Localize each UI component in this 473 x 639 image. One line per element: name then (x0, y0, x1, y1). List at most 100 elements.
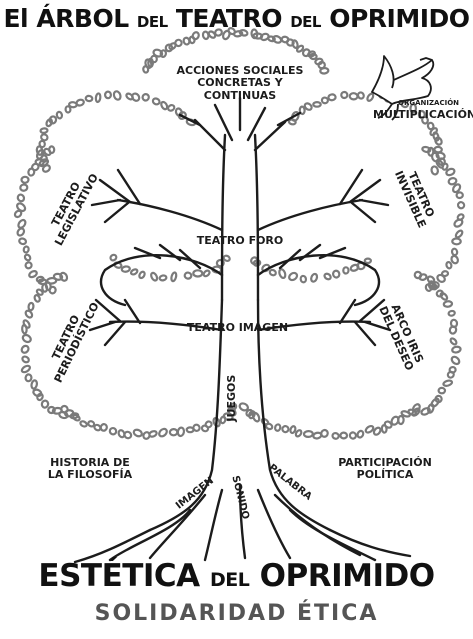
leaf-mark (430, 397, 440, 407)
leaf-mark (434, 147, 442, 153)
leaf-mark (419, 273, 427, 280)
leaf-mark (31, 380, 38, 389)
leaf-mark (17, 193, 26, 202)
title-part-2: DEL (137, 13, 168, 31)
leaf-mark (95, 93, 100, 102)
label-multiplicacion: MULTIPLICACIÓN (373, 109, 473, 121)
leaf-mark (366, 93, 374, 102)
leaf-mark (448, 310, 455, 316)
leaf-mark (23, 246, 29, 253)
leaf-mark (158, 427, 168, 437)
leaf-mark (113, 90, 122, 100)
leaf-mark (25, 261, 33, 269)
root-8 (110, 510, 190, 560)
leaf-mark (446, 261, 453, 269)
leaf-mark (452, 238, 460, 244)
leaf-mark (19, 238, 27, 245)
leaf-mark (87, 420, 95, 427)
leaf-mark (80, 420, 88, 427)
leaf-mark (434, 136, 443, 145)
leaf-mark (76, 99, 85, 107)
leaf-mark (49, 146, 54, 153)
leaf-mark (239, 402, 250, 412)
root-3 (205, 490, 222, 560)
leaf-mark (105, 92, 111, 99)
leaf-mark (203, 269, 211, 277)
label-participacion-politica: PARTICIPACIÓN POLÍTICA (330, 457, 440, 482)
leaf-mark (288, 271, 299, 281)
label-juegos: JUEGOS (226, 368, 238, 428)
leaf-mark (28, 270, 38, 278)
leaf-mark (167, 104, 175, 112)
leaf-mark (22, 334, 33, 344)
leaf-mark (332, 432, 340, 439)
leaf-mark (61, 406, 68, 413)
leaf-mark (22, 319, 30, 328)
leaf-mark (138, 271, 145, 279)
leaf-mark (341, 92, 347, 98)
leaf-mark (457, 201, 466, 210)
leaf-mark (323, 273, 331, 281)
leaf-mark (420, 407, 430, 416)
leaf-mark (109, 254, 117, 262)
arm-upper-right (258, 200, 362, 230)
trunk-right (258, 300, 330, 530)
crown-twigs (180, 98, 300, 150)
leaf-mark (28, 303, 34, 311)
leaf-mark (130, 268, 138, 275)
leaf-mark (328, 94, 336, 101)
leaf-mark (201, 425, 209, 433)
leaf-mark (109, 427, 118, 436)
leaf-mark (451, 248, 457, 255)
label-teatro-foro: TEATRO FORO (180, 235, 300, 247)
leaf-mark (440, 292, 449, 301)
leaf-mark (17, 219, 27, 229)
leaf-mark (304, 431, 313, 437)
leaf-mark (133, 429, 143, 438)
leaf-mark (20, 344, 30, 354)
leaf-mark (320, 68, 329, 74)
leaf-mark (313, 432, 322, 439)
leaf-mark (450, 337, 458, 345)
leaf-mark (39, 141, 45, 148)
leaf-mark (21, 177, 28, 183)
label-acciones-sociales: ACCIONES SOCIALES CONCRETAS Y CONTINUAS (170, 65, 310, 102)
leaf-mark (350, 264, 359, 272)
leaf-mark (439, 388, 446, 394)
leaf-mark (365, 258, 371, 263)
leaf-mark (313, 102, 320, 107)
leaf-mark (343, 267, 348, 273)
leaf-mark (20, 184, 28, 191)
leaf-mark (40, 128, 47, 133)
footer-part-2: DEL (210, 569, 249, 591)
leaf-mark (453, 218, 463, 228)
leaf-mark (300, 275, 306, 282)
leaf-mark (269, 269, 277, 276)
leaf-mark (449, 326, 457, 335)
leaf-mark (431, 166, 439, 175)
leaf-mark (56, 111, 63, 119)
loop-right (258, 255, 379, 305)
leaf-mark (21, 364, 31, 373)
leaf-mark (340, 432, 347, 438)
leaf-mark (310, 273, 318, 282)
leaf-mark (24, 254, 31, 262)
leaf-mark (456, 192, 463, 198)
leaf-mark (150, 272, 158, 282)
page-title: El ÁRBOL DEL TEATRO DEL OPRIMIDO (0, 4, 473, 33)
label-teatro-imagen: TEATRO IMAGEN (170, 322, 305, 334)
twigs-upper-right (340, 170, 388, 222)
leaf-mark (42, 284, 47, 292)
leaf-mark (278, 268, 286, 278)
leaf-mark (187, 427, 194, 432)
leaf-mark (85, 96, 92, 102)
leaf-mark (443, 301, 452, 307)
leaf-mark (32, 388, 42, 397)
leaf-mark (121, 266, 130, 272)
leaf-mark (160, 50, 166, 57)
leaf-mark (450, 355, 460, 365)
leaf-mark (382, 425, 387, 433)
title-part-5: OPRIMIDO (329, 4, 469, 33)
leaf-mark (455, 229, 464, 238)
